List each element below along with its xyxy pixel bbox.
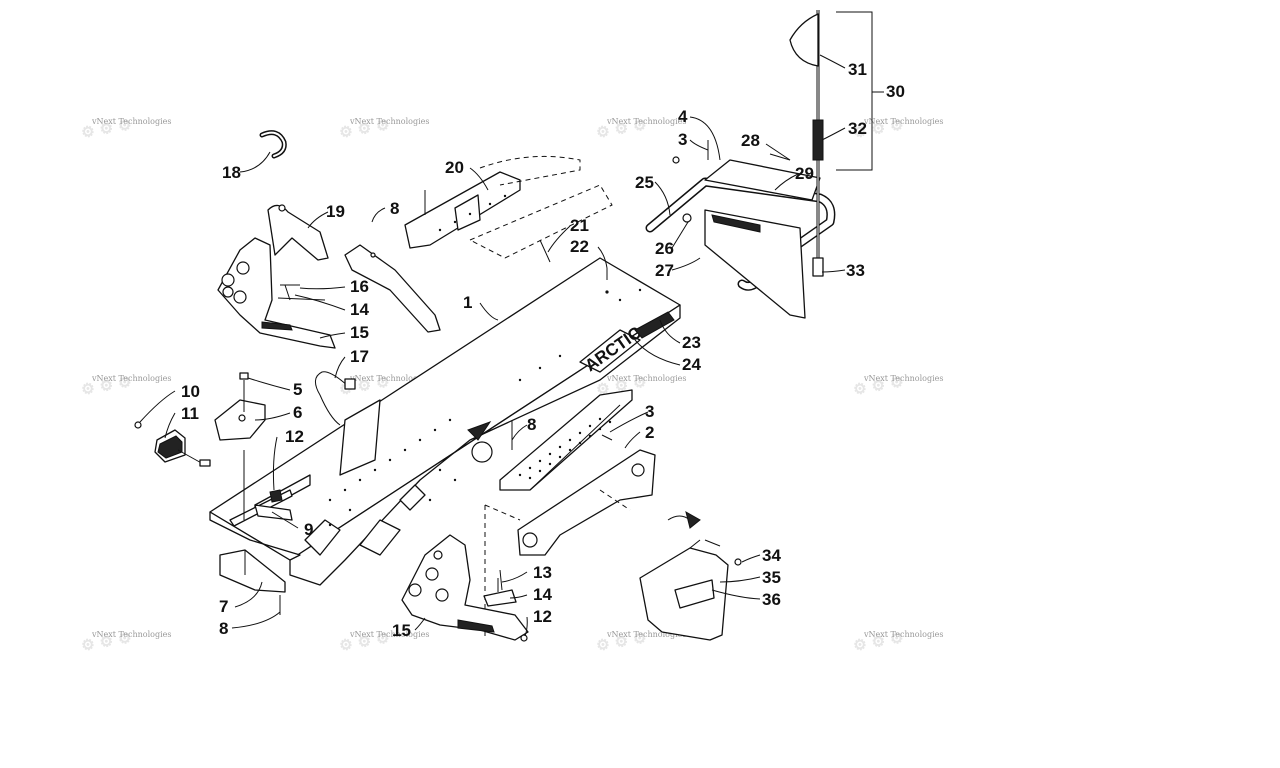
main-tunnel: ARCTIC <box>209 257 681 586</box>
watermark-text: vNext Technologies <box>606 374 686 383</box>
watermark: ⚙ ⚙ ⚙ vNext Technologies <box>852 372 944 399</box>
leader-lines <box>139 54 884 637</box>
callout-23: 23 <box>682 333 701 352</box>
callout-3: 3 <box>645 402 654 421</box>
flag-assembly <box>789 10 873 277</box>
callout-17: 17 <box>350 347 369 366</box>
callout-21: 21 <box>570 216 589 235</box>
watermark-text: vNext Technologies <box>91 630 171 639</box>
callout-14: 14 <box>533 585 552 604</box>
watermark: ⚙ ⚙ ⚙ vNext Technologies <box>338 115 430 142</box>
part-2-rear-bracket <box>517 449 656 556</box>
part-11-taillight <box>134 421 211 467</box>
callout-34: 34 <box>762 546 781 565</box>
callout-4: 4 <box>678 107 688 126</box>
watermark: ⚙ ⚙ ⚙ vNext Technologies <box>338 628 430 655</box>
callout-14: 14 <box>350 300 369 319</box>
callout-28: 28 <box>741 131 760 150</box>
callout-35: 35 <box>762 568 781 587</box>
callout-16: 16 <box>350 277 369 296</box>
callout-8: 8 <box>219 619 228 638</box>
callout-33: 33 <box>846 261 865 280</box>
watermark-text: vNext Technologies <box>863 374 943 383</box>
watermark: ⚙ ⚙ ⚙ vNext Technologies <box>595 115 687 142</box>
part-35-cover <box>639 510 742 641</box>
watermark-text: vNext Technologies <box>863 117 943 126</box>
part-7-lower-bracket <box>219 549 286 615</box>
steering-strap <box>344 244 441 333</box>
callout-15: 15 <box>392 621 411 640</box>
callout-31: 31 <box>848 60 867 79</box>
watermark: ⚙ ⚙ ⚙ vNext Technologies <box>80 115 172 142</box>
part-6-plate <box>214 372 266 441</box>
callout-1: 1 <box>463 293 472 312</box>
callout-2: 2 <box>645 423 654 442</box>
callout-20: 20 <box>445 158 464 177</box>
watermark-text: vNext Technologies <box>863 630 943 639</box>
callout-12: 12 <box>533 607 552 626</box>
part-17-cable <box>315 371 356 426</box>
watermark-text: vNext Technologies <box>606 630 686 639</box>
callout-19: 19 <box>326 202 345 221</box>
part-18-clamp <box>259 130 287 159</box>
callout-8: 8 <box>527 415 536 434</box>
callout-22: 22 <box>570 237 589 256</box>
watermark-text: vNext Technologies <box>349 117 429 126</box>
callout-6: 6 <box>293 403 302 422</box>
callout-7: 7 <box>219 597 228 616</box>
callout-8: 8 <box>390 199 399 218</box>
callout-11: 11 <box>181 404 199 423</box>
watermark-text: vNext Technologies <box>91 117 171 126</box>
callout-10: 10 <box>181 382 200 401</box>
watermark: ⚙ ⚙ ⚙ vNext Technologies <box>852 628 944 655</box>
perforated-plate <box>484 389 633 640</box>
callout-18: 18 <box>222 163 241 182</box>
callouts: 1 2 3 3 4 5 6 7 8 8 8 9 10 11 12 12 13 1… <box>181 60 905 640</box>
callout-15: 15 <box>350 323 369 342</box>
callout-27: 27 <box>655 261 674 280</box>
callout-13: 13 <box>533 563 552 582</box>
watermark-text: vNext Technologies <box>349 374 429 383</box>
watermark: ⚙ ⚙ ⚙ vNext Technologies <box>80 628 172 655</box>
callout-29: 29 <box>795 164 814 183</box>
callout-26: 26 <box>655 239 674 258</box>
watermark-text: vNext Technologies <box>606 117 686 126</box>
callout-25: 25 <box>635 173 654 192</box>
callout-12: 12 <box>285 427 304 446</box>
watermark-text: vNext Technologies <box>349 630 429 639</box>
callout-24: 24 <box>682 355 701 374</box>
part-20-support <box>404 155 613 259</box>
callout-3: 3 <box>678 130 687 149</box>
part-15-lower-skid-plate <box>401 534 529 642</box>
hardware-bolts <box>243 153 791 592</box>
part-19-bracket <box>267 204 329 301</box>
callout-9: 9 <box>304 520 313 539</box>
callout-36: 36 <box>762 590 781 609</box>
callout-30: 30 <box>886 82 905 101</box>
callout-32: 32 <box>848 119 867 138</box>
rear-bumper <box>645 140 836 319</box>
callout-5: 5 <box>293 380 302 399</box>
part-15-upper-skid-plate <box>217 237 336 349</box>
watermark-text: vNext Technologies <box>91 374 171 383</box>
watermark: ⚙ ⚙ ⚙ vNext Technologies <box>80 372 172 399</box>
